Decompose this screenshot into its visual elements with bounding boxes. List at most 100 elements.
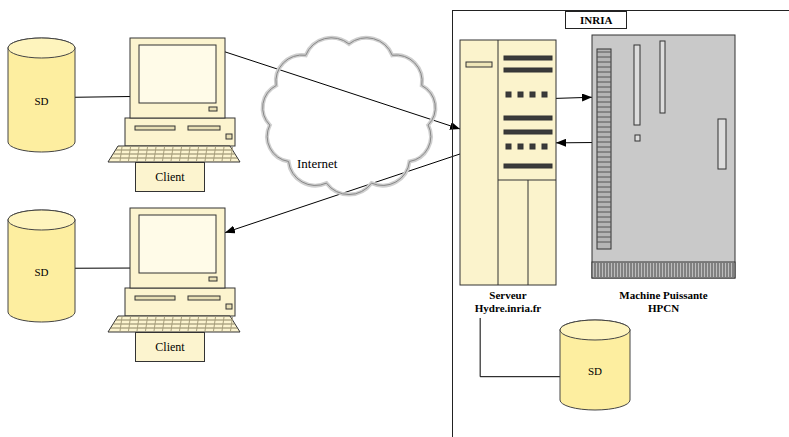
client-computer: Client: [130, 208, 225, 362]
drive-bay: [504, 68, 552, 72]
vent-grill: [727, 263, 728, 277]
monitor-case: [130, 38, 225, 118]
rack-comb: [597, 77, 611, 78]
panel-divider: [528, 180, 529, 285]
server-label: Serveur Hydre.inria.fr: [460, 289, 556, 319]
keyboard-keys: [222, 317, 224, 331]
connector-line: [75, 268, 130, 269]
drive-bay: [504, 130, 552, 134]
rack-comb: [597, 172, 611, 173]
cloud-outline-shadow: [263, 38, 436, 195]
cylinder-body: [560, 320, 630, 410]
rack-comb: [597, 142, 611, 143]
vent-grill: [625, 263, 626, 277]
rack-comb: [597, 182, 611, 183]
vent-grill: [643, 263, 644, 277]
keyboard-keys: [163, 317, 165, 331]
keyboard-keys: [205, 317, 207, 331]
monitor-case: [130, 208, 225, 288]
vent-grill: [595, 263, 596, 277]
server-tower-drawing: [460, 40, 556, 318]
keyboard-keys: [114, 154, 235, 155]
rack-comb: [597, 167, 611, 168]
region-tab: INRIA: [565, 11, 627, 29]
vent-grill: [619, 263, 620, 277]
storage-label: SD: [588, 365, 602, 377]
rack-comb: [597, 232, 611, 233]
connector-line: [75, 96, 130, 98]
site-region: INRIA Serveur Hydre.inria.fr Machine Puiss…: [452, 10, 789, 437]
cloud-outline: [263, 38, 436, 195]
keyboard-keys: [205, 147, 207, 161]
rack-comb: [597, 122, 611, 123]
rack-comb: [597, 92, 611, 93]
cylinder-body: [8, 210, 75, 322]
vent-grill: [733, 263, 734, 277]
rack-comb: [597, 192, 611, 193]
keyboard-keys: [111, 328, 237, 329]
rack-comb: [597, 57, 611, 58]
keyboard-keys: [146, 317, 148, 331]
rack-comb: [597, 97, 611, 98]
rack-comb: [597, 102, 611, 103]
vent-grill: [607, 263, 608, 277]
keyboard-keys: [137, 147, 139, 161]
vent-grill: [715, 263, 716, 277]
vent-grill: [730, 263, 731, 277]
machine-button: [635, 135, 640, 141]
vent-grill: [628, 263, 629, 277]
vent-grill: [685, 263, 686, 277]
vent-grill: [688, 263, 689, 277]
keyboard-keys: [197, 317, 199, 331]
rack-comb: [597, 157, 611, 158]
rack-comb: [597, 177, 611, 178]
keyboard-keys: [171, 317, 173, 331]
keyboard-keys: [129, 317, 131, 331]
rack-comb: [597, 147, 611, 148]
rack-comb: [597, 117, 611, 118]
vent-grill: [709, 263, 710, 277]
rack-comb: [597, 222, 611, 223]
keyboard-keys: [180, 317, 182, 331]
vent-grill: [718, 263, 719, 277]
keyboard-keys: [146, 147, 148, 161]
machine-label: Machine Puissante HPCN: [608, 289, 720, 319]
vent-grill: [667, 263, 668, 277]
keyboard-keys: [197, 147, 199, 161]
rack-comb: [597, 202, 611, 203]
monitor-screen: [139, 215, 216, 273]
keyboard: [108, 316, 240, 332]
rack-comb: [597, 162, 611, 163]
keyboard-keys: [114, 324, 235, 325]
vent-grill: [649, 263, 650, 277]
rack-comb: [597, 132, 611, 133]
vent-grill: [691, 263, 692, 277]
indicator-light: [518, 92, 523, 97]
rack-comb: [597, 127, 611, 128]
vent-grill: [637, 263, 638, 277]
connector-line: [225, 52, 460, 129]
drive-slot: [466, 62, 492, 67]
vent-grill: [661, 263, 662, 277]
power-button: [226, 304, 232, 309]
indicator-light: [518, 144, 523, 149]
rack-comb: [597, 72, 611, 73]
rack-comb: [597, 62, 611, 63]
hpcn-machine: Machine Puissante HPCN: [592, 35, 735, 318]
indicator-light: [542, 92, 547, 97]
storage-cylinder: SD: [560, 320, 630, 410]
monitor-screen: [139, 45, 216, 103]
drive-slot: [135, 296, 175, 300]
keyboard-keys: [120, 147, 122, 161]
vent-grill: [673, 263, 674, 277]
drive-slot: [188, 126, 220, 130]
keyboard-keys: [154, 317, 156, 331]
drive-bay: [504, 56, 552, 60]
rack-comb: [597, 227, 611, 228]
indicator-light: [530, 92, 535, 97]
client-label: Client: [135, 332, 205, 362]
vent-grill: [724, 263, 725, 277]
indicator-light: [506, 144, 511, 149]
vent-grill: [640, 263, 641, 277]
